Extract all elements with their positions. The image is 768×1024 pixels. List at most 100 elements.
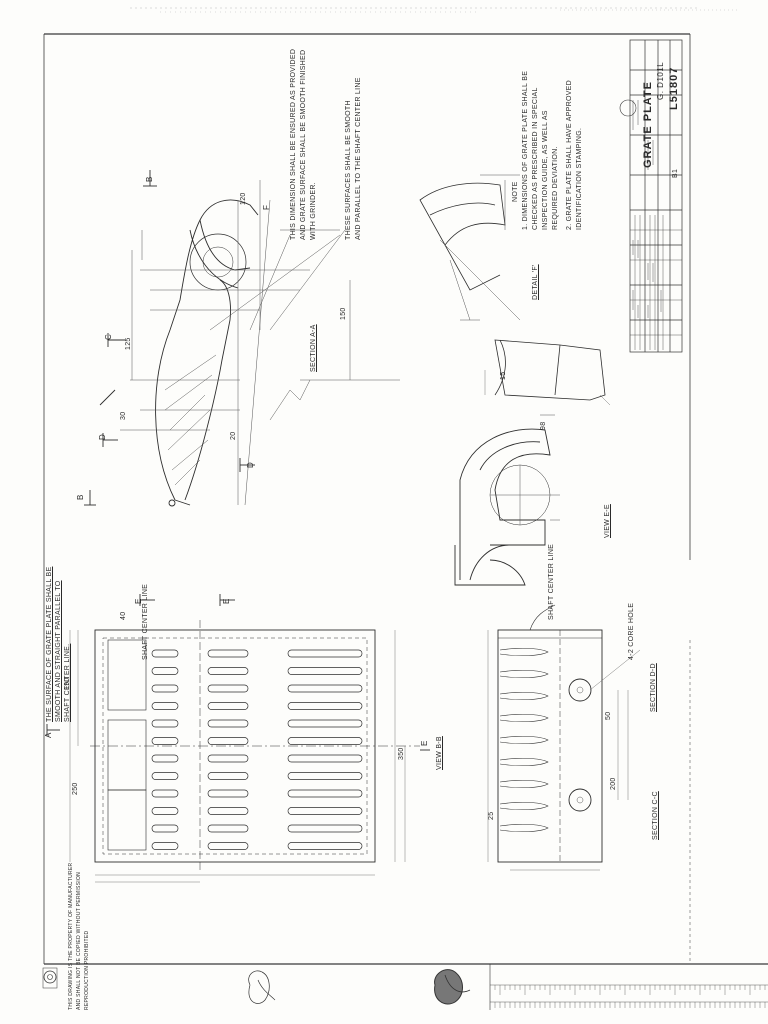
grate-slot [287,667,363,675]
grate-slot [207,667,249,675]
cooling-fin [499,691,549,701]
grate-slot [207,649,249,658]
dim-120: 120 [240,192,247,205]
note-surface-line-1: THESE SURFACES SHALL BE SMOOTH [345,100,352,240]
cooling-fin [499,735,549,745]
grate-slot [287,807,363,815]
dim-250: 250 [72,782,79,795]
section-marker-d-right: D [246,461,255,468]
grate-slot [151,754,179,763]
dim-98: 98 [540,421,547,430]
grate-slot [207,824,249,833]
note-left-line-2: SMOOTH AND STRAIGHT PARALLEL TO [55,580,62,722]
grate-slot [287,754,363,763]
section-marker-e-right: E [222,598,231,604]
grate-slot [287,842,363,850]
dim-30: 30 [120,411,127,420]
cooling-fin [499,757,549,767]
grate-slot [151,737,179,745]
dim-20: 20 [230,431,237,440]
note-line-4: REQUIRED DEVIATION. [552,146,559,230]
section-marker-b-top: B [145,176,154,182]
section-marker-e-left: E [134,598,143,604]
detail-f-drawing [419,174,521,321]
view-ee-drawing [454,414,560,586]
grate-slot [151,842,179,850]
grate-slot [151,772,179,780]
dim-50: 50 [605,711,612,720]
grate-slot [207,842,249,850]
grate-slot [151,807,179,815]
footer-text-3: REPRODUCTION PROHIBITED [84,930,90,1010]
cooling-fin [499,801,549,811]
view-bb-title: VIEW B-B [436,736,443,770]
grate-slot [151,684,179,693]
grate-slot [287,772,363,780]
note-line-3: INSPECTION GUIDE, AS WELL AS [542,110,549,230]
section-cc-title: SECTION C-C [652,791,659,840]
sheet-rev: B1 [672,168,679,178]
grate-slot [287,684,363,693]
shaft-center-line-label-2: SHAFT CENTER LINE [548,543,555,620]
footer-text-1: THIS DRAWING IS THE PROPERTY OF MANUFACT… [68,862,74,1010]
grate-slot [207,789,249,798]
grate-slot [207,807,249,815]
note-dimension-line-3: WITH GRINDER. [310,182,317,240]
note-surface-line-2: AND PARALLEL TO THE SHAFT CENTER LINE [355,77,362,240]
core-hole-label: 4-2 CORE HOLE [628,602,635,660]
grate-slot [151,824,179,833]
grate-slot [151,719,179,728]
detail-f-title: DETAIL 'F' [532,264,539,300]
note-line-5: 2. GRATE PLATE SHALL HAVE APPROVED [566,80,573,230]
cooling-fin [499,779,549,789]
cooling-fin [499,823,549,833]
note-dimension-line-1: THIS DIMENSION SHALL BE ENSURED AS PROVI… [290,48,297,240]
grate-slot [287,649,363,658]
drawing-title: GRATE PLATE [642,81,654,168]
cooling-fin [499,713,549,723]
grate-slot [287,789,363,798]
grate-slot [207,684,249,693]
cooling-fin [499,647,549,657]
section-cc-dd-drawing [487,604,641,871]
drawing-number: L51807 [668,66,680,110]
grate-slot [207,719,249,728]
grate-slot [207,702,249,710]
view-bb-drawing [46,594,430,883]
grate-slot [151,667,179,675]
section-marker-f: F [262,204,271,210]
note-line-6: IDENTIFICATION STAMPING. [576,127,583,230]
dim-200: 200 [610,777,617,790]
title-block [619,39,683,353]
shaft-center-line-label-1: SHAFT CENTER LINE [142,583,149,660]
dim-190: 190 [64,677,71,690]
section-marker-c: C [104,333,113,340]
footer-graphics [42,964,768,1010]
grate-slot [207,754,249,763]
grate-slot [287,719,363,728]
grate-slot [207,737,249,745]
grate-slot [287,702,363,710]
dim-25: 25 [488,811,495,820]
section-marker-a: A [44,732,53,738]
section-marker-e-top: E [420,740,429,746]
note-dimension-line-2: AND GRATE SURFACE SHALL BE SMOOTH FINISH… [300,49,307,240]
sheet-border [43,33,768,965]
grate-slot [151,789,179,798]
note-line-2: CHECKED AS PRESCRIBED IN SPECIAL [532,87,539,230]
dim-150: 150 [340,307,347,320]
dim-40: 40 [120,611,127,620]
dim-350: 350 [398,747,405,760]
material-code: G. D101L [656,61,665,100]
dim-15: 15 [500,371,507,380]
section-marker-d-left: D [98,433,107,440]
cooling-fin [499,669,549,679]
grate-slot [151,649,179,658]
note-line-1: 1. DIMENSIONS OF GRATE PLATE SHALL BE [522,70,529,230]
grate-slot [287,824,363,833]
note-header: NOTE [512,181,519,202]
section-aa-title: SECTION A-A [310,324,317,372]
detail-bracket-drawing [484,339,611,406]
